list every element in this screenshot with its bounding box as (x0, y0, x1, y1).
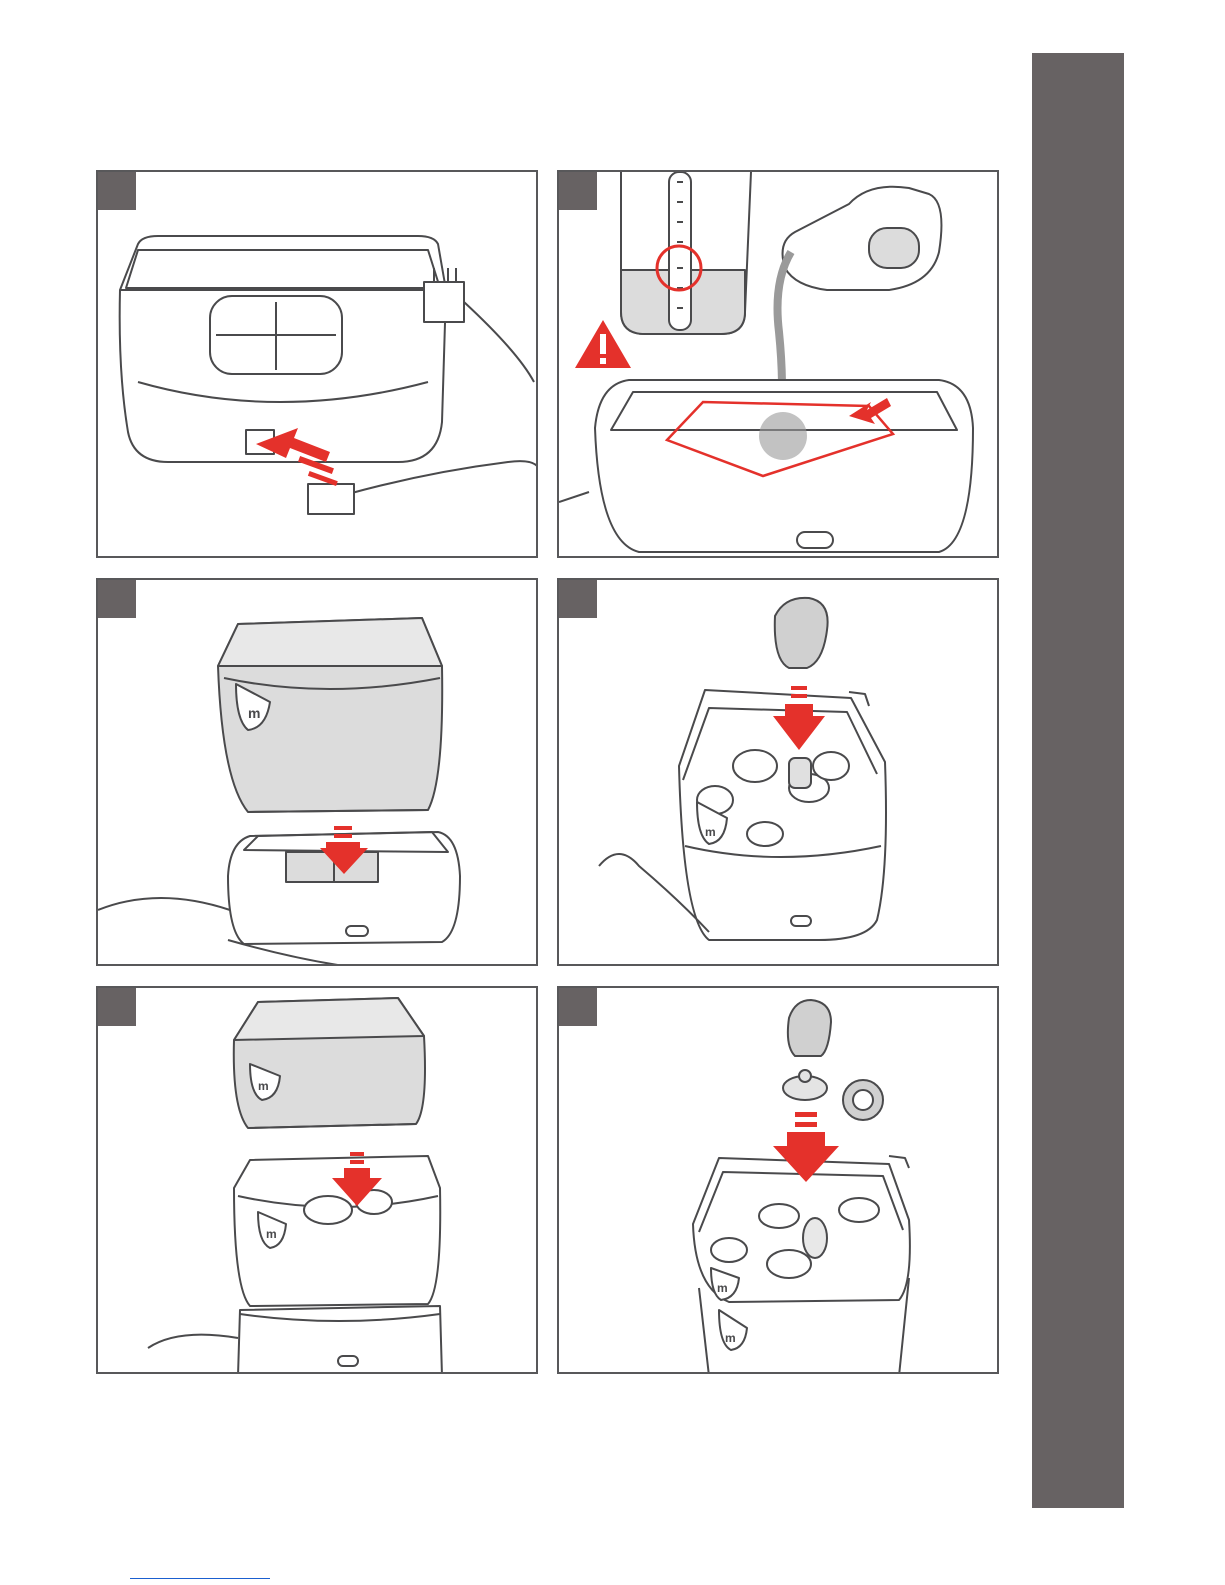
svg-text:m: m (248, 705, 260, 721)
illustration-place-basket: m (98, 580, 538, 966)
step-panel-3: m (96, 578, 538, 966)
illustration-load-bottles: m (559, 580, 999, 966)
svg-text:m: m (266, 1227, 277, 1241)
illustration-load-teats: m m (559, 988, 999, 1374)
svg-text:m: m (725, 1331, 736, 1345)
illustration-plug-in-cable (98, 172, 538, 558)
svg-text:m: m (705, 825, 716, 839)
section-side-tab (1032, 53, 1124, 1508)
step-panel-1 (96, 170, 538, 558)
step-panel-6: m m (557, 986, 999, 1374)
svg-text:m: m (717, 1281, 728, 1295)
illustration-pour-water (559, 172, 999, 558)
step-panel-4: m (557, 578, 999, 966)
step-panel-5: m m (96, 986, 538, 1374)
step-panel-2 (557, 170, 999, 558)
svg-text:m: m (258, 1079, 269, 1093)
illustration-stack-basket: m m (98, 988, 538, 1374)
footer-link-underline (130, 1578, 270, 1579)
warning-triangle-icon (575, 320, 631, 368)
